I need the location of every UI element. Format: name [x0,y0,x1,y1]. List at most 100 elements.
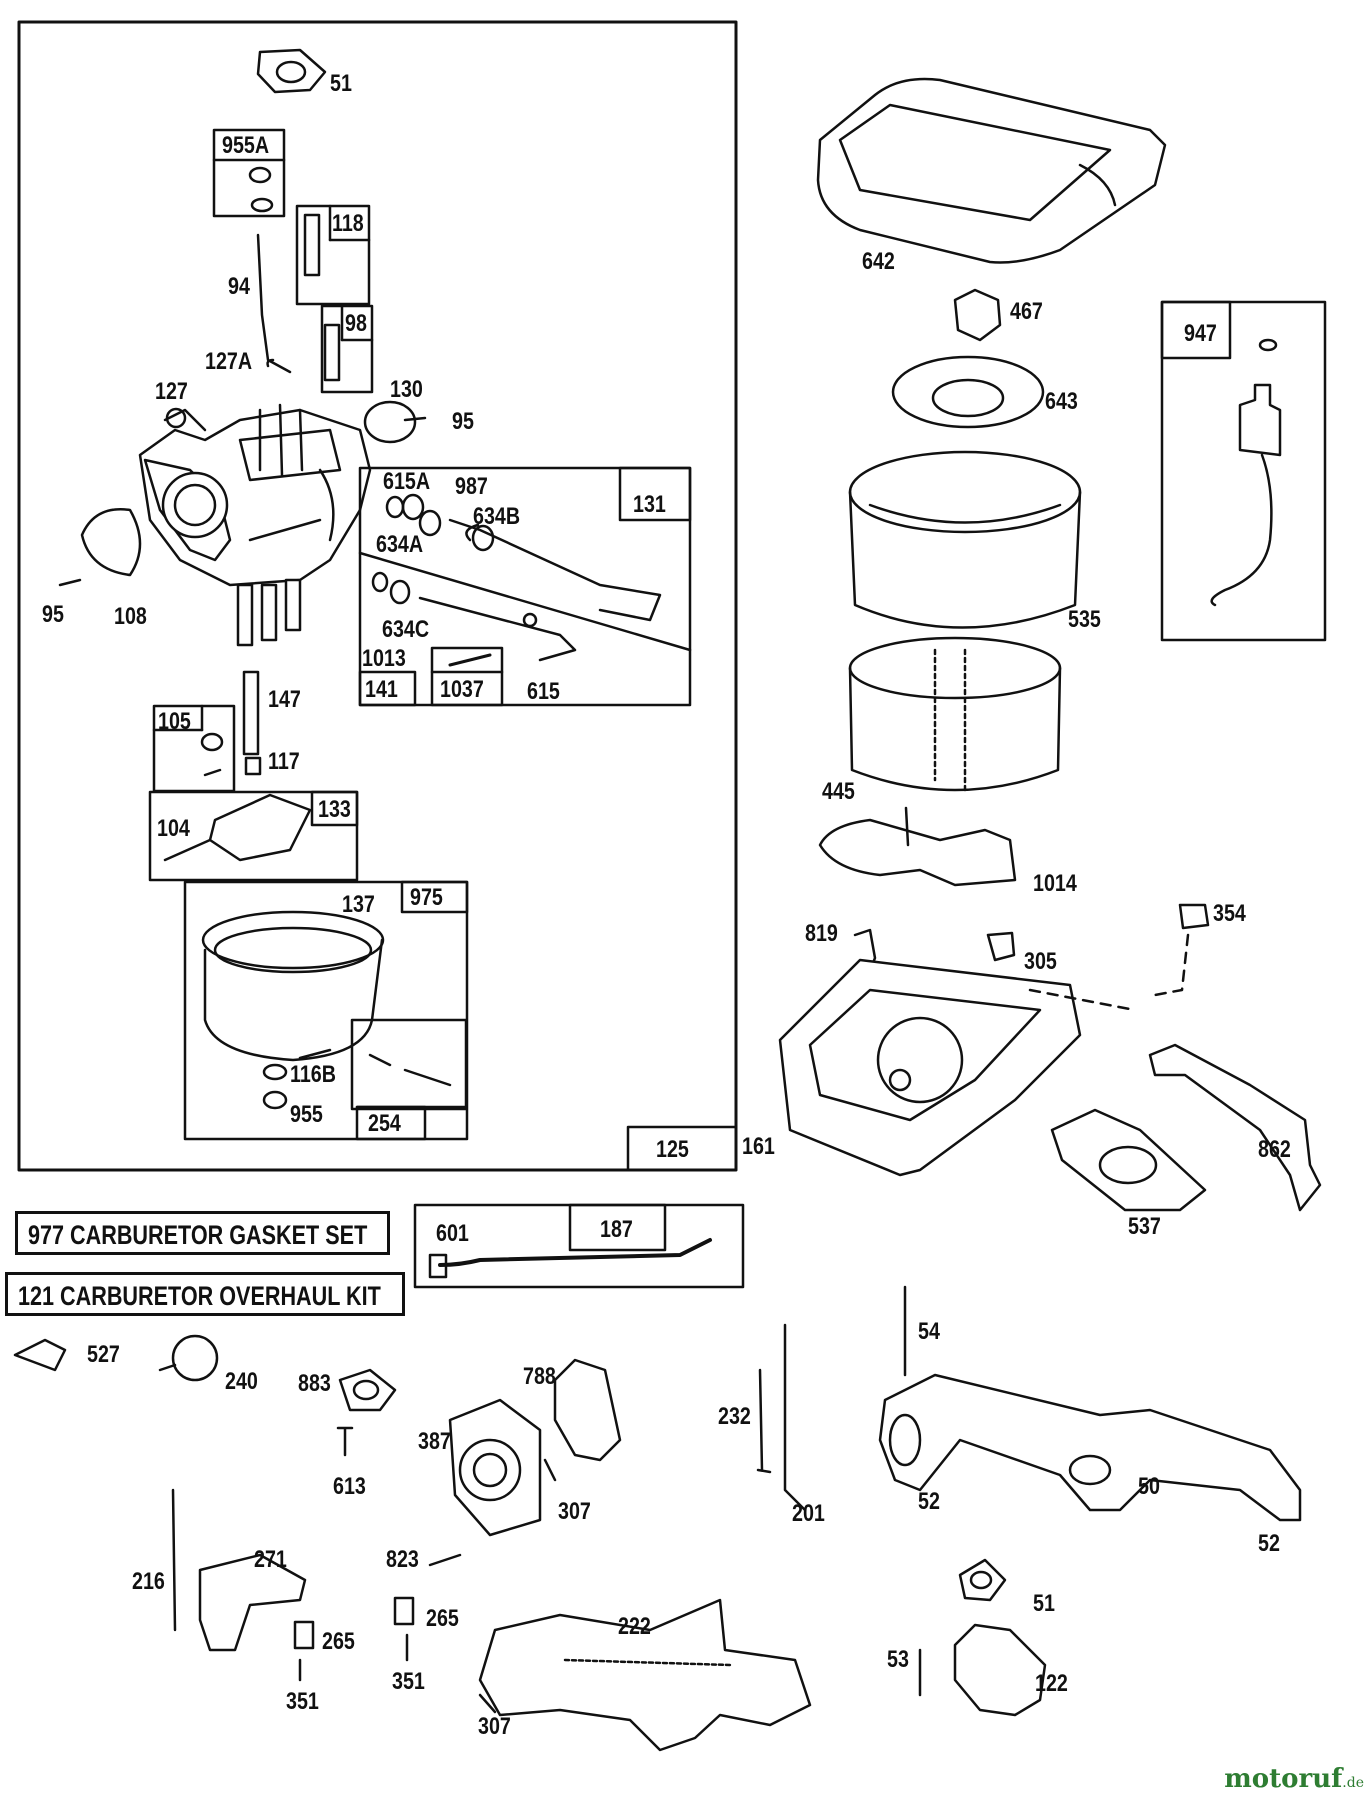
part-label: 613 [333,1473,366,1500]
gasket-set-kit-box: 977 CARBURETOR GASKET SET [15,1211,390,1255]
box-947 [1160,300,1327,642]
part-label: 1014 [1033,870,1077,897]
control-plate-222-part [478,1598,812,1752]
screw-305-part [986,931,1016,962]
part-label: 161 [742,1133,775,1160]
part-label: 116B [290,1061,336,1088]
overhaul-kit-label: 121 CARBURETOR OVERHAUL KIT [18,1281,381,1311]
part-label: 187 [600,1216,633,1243]
part-label: 467 [1010,298,1043,325]
part-label: 883 [298,1370,331,1397]
part-label: 50 [1138,1473,1160,1500]
link-216-part [171,1488,177,1632]
part-label: 105 [158,708,191,735]
part-label: 94 [228,273,250,300]
part-label: 127 [155,378,188,405]
spring-232-part [756,1368,772,1474]
part-label: 51 [330,70,352,97]
part-label: 52 [1258,1530,1280,1557]
part-label: 1037 [440,676,484,703]
jet-147-part [242,670,262,776]
part-label: 354 [1213,900,1246,927]
air-cleaner-base-161-part [778,958,1082,1177]
part-label: 254 [368,1110,401,1137]
part-label: 240 [225,1368,258,1395]
part-label: 819 [805,920,838,947]
box-125 [626,1125,738,1172]
watermark-name: motoruf [1224,1764,1343,1794]
part-label: 127A [205,348,253,375]
part-label: 634A [376,531,424,558]
part-label: 141 [365,676,398,703]
elbow-122-part [953,1623,1047,1717]
clip-265a-part [293,1620,315,1650]
part-label: 222 [618,1613,651,1640]
carburetor-body-part [138,403,372,647]
part-label: 108 [114,603,147,630]
sensor-947-part [1210,338,1282,607]
throttle-shaft-part [371,493,662,662]
fuel-pump-387-part [448,1398,542,1537]
part-label: 104 [157,815,190,842]
part-label: 823 [386,1546,419,1573]
part-label: 95 [452,408,474,435]
part-label: 52 [918,1488,940,1515]
lever-271-part [198,1553,307,1652]
watermark-suffix: .de [1342,1775,1364,1791]
part-label: 54 [918,1318,940,1345]
part-label: 95 [42,601,64,628]
watermark: motoruf.de [1224,1764,1364,1794]
part-label: 527 [87,1341,120,1368]
part-label: 788 [523,1363,556,1390]
part-label: 351 [392,1668,425,1695]
screw-307a-part [543,1458,557,1482]
bracket-862-part [1148,1043,1322,1212]
float-bowl-137-part [201,910,385,1062]
part-label: 53 [887,1646,909,1673]
part-label: 265 [322,1628,355,1655]
part-label: 955A [222,132,270,159]
box-955A [212,128,286,218]
screw-95-leaders [58,416,427,587]
part-label: 147 [268,686,301,713]
box-118 [295,204,371,306]
bracket-788-part [553,1358,622,1462]
part-label: 216 [132,1568,165,1595]
part-label: 265 [426,1605,459,1632]
carburetor-panel-frame [17,20,738,1172]
nut-354-part [1178,903,1210,930]
part-label: 955 [290,1101,323,1128]
gasket-51-top-part [256,48,327,94]
gasket-883-part [338,1368,397,1412]
part-label: 118 [332,210,364,237]
part-label: 537 [1128,1213,1161,1240]
part-label: 947 [1184,320,1217,347]
part-label: 307 [558,1498,591,1525]
part-label: 130 [390,376,423,403]
part-label: 98 [345,310,367,337]
part-label: 535 [1068,606,1101,633]
part-label: 387 [418,1428,451,1455]
screw-307b-part [478,1693,497,1714]
bowl-975-box [183,880,469,1141]
gasket-537-part [1050,1108,1207,1212]
part-label: 122 [1035,1670,1068,1697]
part-label: 307 [478,1713,511,1740]
part-label: 987 [455,473,488,500]
bracket-1014-part [818,818,1017,887]
part-label: 1013 [362,645,406,672]
part-label: 131 [633,491,666,518]
choke-plate-130-part [363,400,417,444]
pre-cleaner-535-part [848,450,1082,629]
part-label: 862 [1258,1136,1291,1163]
part-label: 975 [410,884,443,911]
part-label: 634C [382,616,430,643]
part-label: 232 [718,1403,751,1430]
screws-group [256,213,341,382]
part-label: 601 [436,1220,469,1247]
part-label: 117 [268,748,300,775]
clip-527-part [13,1338,67,1372]
air-cleaner-cover-642-part [816,77,1167,264]
